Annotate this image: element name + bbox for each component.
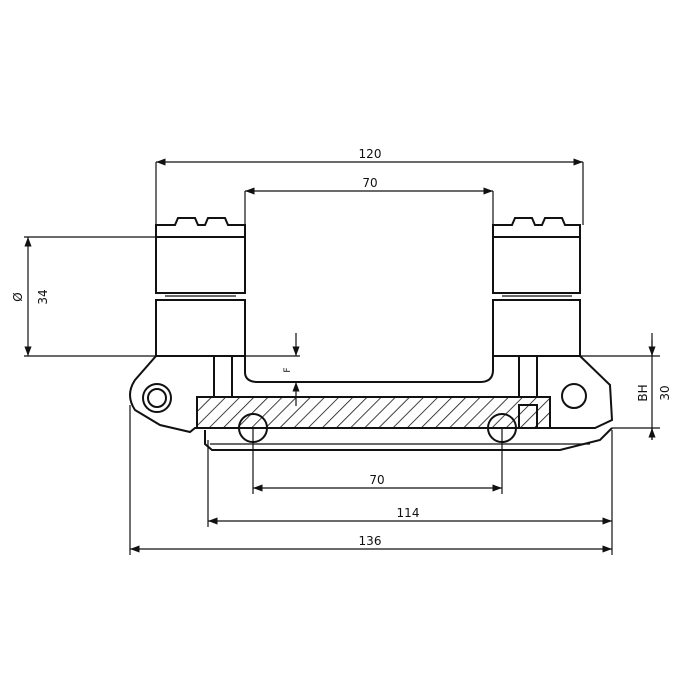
dimension-label: 34 (36, 289, 50, 304)
left-slot (213, 355, 233, 398)
dimension-label: 70 (369, 473, 384, 487)
bottom-rail (204, 427, 613, 451)
upper-body (129, 355, 614, 434)
dimension-label: BH (636, 384, 650, 401)
dimension-label: 120 (359, 147, 382, 161)
dimension-120: 120 (155, 147, 584, 225)
right-hole (561, 383, 587, 409)
dimension-136: 136 (129, 405, 612, 555)
left-roller (155, 217, 246, 357)
dimension-label: 114 (397, 506, 420, 520)
lower-plate (196, 396, 551, 429)
dimension-label: 30 (658, 385, 672, 400)
dimension-label: 70 (362, 176, 377, 190)
dimension-label: 136 (359, 534, 382, 548)
diameter-symbol: Ø (11, 292, 25, 301)
dimension-diameter-34: Ø 34 (11, 236, 156, 357)
dimension-114: 114 (207, 430, 613, 555)
dimension-f: F (245, 333, 300, 406)
dimension-70-top: 70 (244, 176, 494, 225)
right-slot (518, 355, 538, 398)
dimension-70-bottom: 70 (252, 428, 503, 494)
right-roller (492, 217, 581, 357)
left-hole (142, 383, 172, 413)
dimension-bh-30: BH 30 (580, 333, 672, 440)
dimension-label: F (283, 367, 293, 372)
